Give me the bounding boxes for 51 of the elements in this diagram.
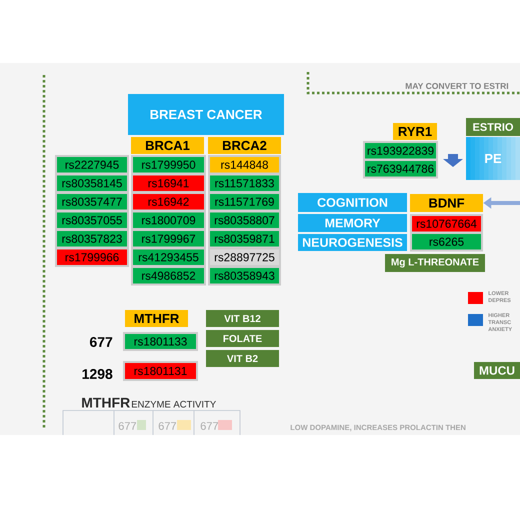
variant-cell: rs80357823 [57,231,127,246]
tag-box: FOLATE [206,330,279,347]
banner-box: COGNITION [298,193,407,212]
variant-cell: rs6265 [412,234,481,250]
header-box: ESTRIO [466,118,520,136]
variant-cell: rs80358807 [210,212,279,228]
variant-cell: rs2227945 [57,157,127,172]
variant-cell: rs80358943 [210,268,279,284]
value-text: 677 [118,422,136,430]
node-label: PE [485,154,502,163]
heading-text: ENZYME ACTIVITY [132,400,216,408]
banner-box: NEUROGENESIS [298,234,407,251]
header-box: RYR1 [393,123,437,140]
variant-cell: rs80359871 [210,231,279,246]
position-label: 1298 [82,369,112,379]
position-label: 677 [90,337,112,347]
variant-cell: rs193922839 [365,143,436,158]
variant-cell: rs80358145 [57,176,127,191]
variant-cell: rs16942 [133,194,204,210]
heading-text: MTHFR [82,398,130,408]
header-box: BDNF [410,194,483,212]
banner-box: BREAST CANCER [128,94,284,135]
variant-cell: rs80357055 [57,212,127,228]
header-box: BRCA2 [208,137,281,154]
tag-box: Mg L-THREONATE [385,254,485,272]
value-text: 677 [158,422,176,430]
variant-cell: rs763944786 [365,161,436,176]
value-text: 677 [200,422,218,430]
variant-cell: rs28897725 [210,250,279,265]
banner-box: PE [466,137,520,180]
variant-cell: rs11571833 [210,176,279,191]
variant-cell: rs1801133 [125,334,196,349]
variant-cell: rs144848 [210,157,279,172]
note-text: MAY CONVERT TO ESTRI [406,82,508,89]
tag-box: VIT B2 [206,350,279,367]
variant-cell: rs11571769 [210,194,279,210]
variant-cell: rs16941 [133,176,204,191]
tag-box: MUCU [474,362,520,379]
variant-cell: rs1799967 [133,231,204,246]
tag-box: VIT B12 [206,310,279,327]
variant-cell: rs4986852 [133,268,204,284]
variant-cell: rs80357477 [57,194,127,210]
variant-cell: rs1799966 [57,250,127,265]
variant-cell: rs10767664 [412,216,481,232]
variant-cell: rs1801131 [125,363,196,379]
header-box: BRCA1 [131,137,204,154]
variant-cell: rs1799950 [133,157,204,172]
banner-box: MEMORY [298,214,407,232]
header-box: MTHFR [125,310,188,327]
variant-cell: rs41293455 [133,250,204,265]
variant-cell: rs1800709 [133,212,204,228]
